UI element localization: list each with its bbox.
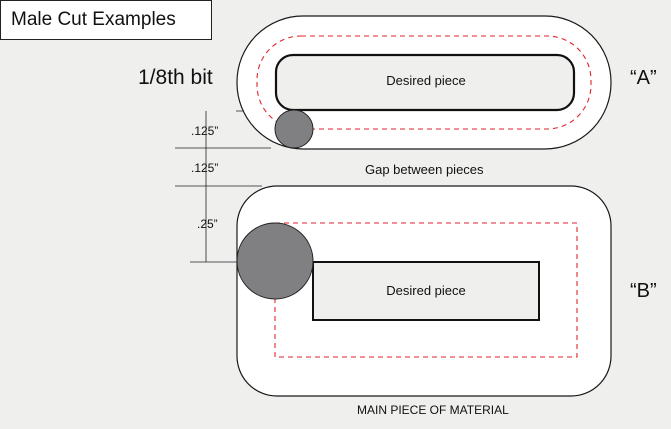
main-material-label: MAIN PIECE OF MATERIAL [357, 403, 509, 417]
dimension-label-2: .125” [191, 161, 219, 175]
example-b-label: “B” [630, 280, 657, 302]
router-bit-b [236, 222, 314, 300]
dimension-label-3: .25” [197, 217, 218, 231]
cut-path-a [256, 35, 592, 130]
bit-label: 1/8th bit [138, 66, 213, 89]
desired-piece-b-label: Desired piece [386, 283, 466, 298]
example-a-label: “A” [630, 67, 657, 89]
desired-piece-a-label: Desired piece [386, 73, 466, 88]
diagram-title: Male Cut Examples [0, 0, 212, 40]
dimension-label-1: .125” [191, 124, 219, 138]
router-bit-a [274, 109, 314, 149]
desired-piece-a [274, 53, 576, 112]
desired-piece-b [312, 261, 540, 321]
gap-label: Gap between pieces [365, 162, 484, 177]
